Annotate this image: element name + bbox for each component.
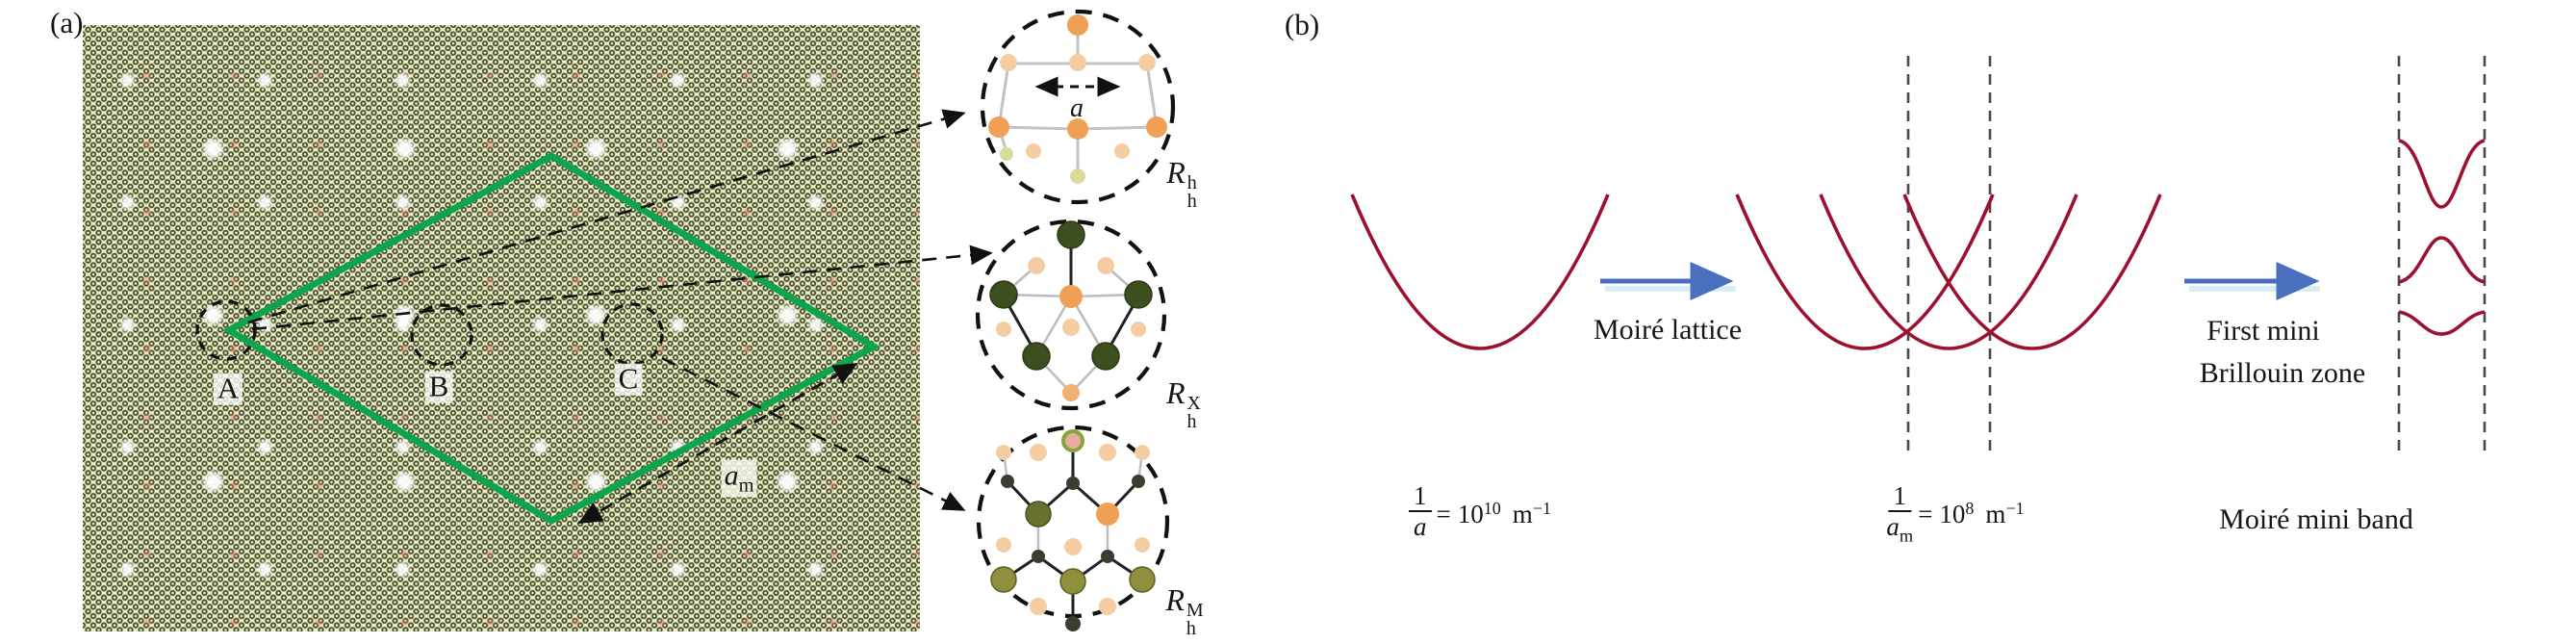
zoom-arrow-to-RhX-inset — [251, 245, 993, 331]
inset-Rhh — [980, 9, 1176, 205]
folded-band-left — [1735, 193, 1995, 350]
panel-b-label: (b) — [1285, 8, 1320, 41]
atoms — [988, 14, 1167, 184]
site-label-B: B — [424, 371, 453, 403]
moire-vector-arrow — [577, 362, 858, 525]
moire-lattice-image — [83, 25, 920, 631]
moire-unit-cell — [221, 151, 881, 526]
atoms — [989, 220, 1153, 401]
parabolic-band — [1350, 193, 1610, 350]
inset-RhX — [975, 219, 1167, 411]
folded-band-right — [1902, 193, 2162, 350]
site-circle-C — [600, 302, 664, 366]
moire-vector-label: am — [721, 459, 757, 498]
arrow-underlay-2 — [2189, 286, 2320, 292]
first-mini-caption-line2: Brillouin zone — [2199, 357, 2366, 389]
panel-a-label: (a) — [50, 6, 84, 39]
folded-bands — [1735, 193, 2162, 350]
lattice-constant-label: a — [1070, 93, 1084, 123]
moire-lattice-caption: Moiré lattice — [1593, 314, 1743, 346]
atoms — [990, 429, 1156, 631]
first-mini-caption-line1: First mini — [2206, 315, 2320, 347]
mini-bands — [2398, 139, 2486, 336]
site-label-C: C — [614, 363, 643, 396]
folded-band-center — [1819, 193, 2079, 350]
zoom-arrow-to-Rhh-inset — [247, 109, 966, 324]
mini-band-1 — [2398, 139, 2486, 209]
site-label-A: A — [213, 373, 243, 405]
mini-band-3 — [2398, 310, 2486, 336]
arrow-underlay-1 — [1605, 286, 1736, 292]
panel-a-overlay — [195, 9, 1176, 631]
inset-RhM — [976, 425, 1170, 631]
site-circle-B — [410, 303, 473, 367]
panel-b-diagram — [1350, 56, 2487, 452]
site-circle-A — [195, 299, 257, 361]
mini-band-2 — [2398, 236, 2486, 284]
bz-boundary-lines — [1906, 56, 2487, 452]
moire-mini-band-caption: Moiré mini band — [2219, 503, 2413, 535]
